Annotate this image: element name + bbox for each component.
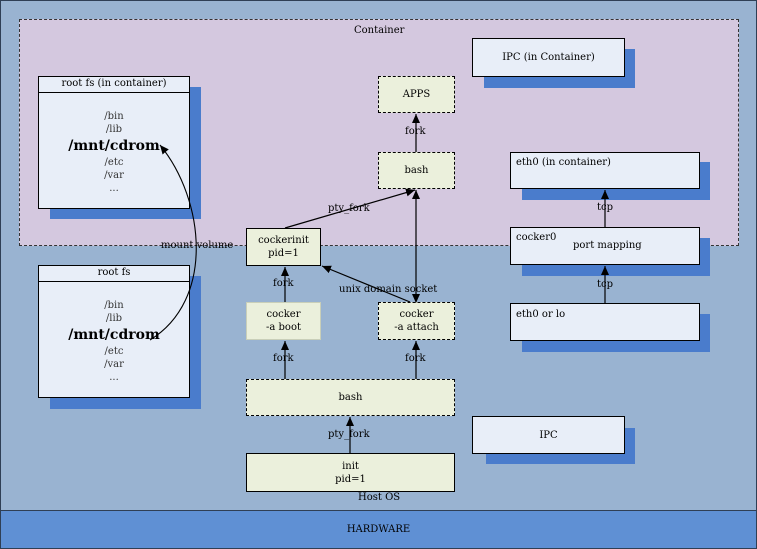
dir-more: ... [109,372,119,383]
dir-bin: /bin [104,111,124,122]
rootfs-host-title: root fs [39,266,189,282]
dir-more: ... [109,183,119,194]
dir-etc: /etc [104,157,124,168]
dir-mnt-cdrom: /mnt/cdrom [68,327,160,343]
cockerinit-box: cockerinit pid=1 [246,228,321,266]
hardware-label: HARDWARE [346,524,411,535]
cockerinit-line1: cockerinit [258,235,309,246]
init-line2: pid=1 [335,473,366,485]
label-fork-apps: fork [405,126,426,137]
cocker-attach-line1: cocker [399,309,434,320]
dir-var: /var [104,170,124,181]
rootfs-host-box: root fs /bin /lib /mnt/cdrom /etc /var .… [38,265,190,398]
ipc-host-label: IPC [539,429,558,441]
rootfs-container-list: /bin /lib /mnt/cdrom /etc /var ... [39,93,189,195]
init-box: init pid=1 [246,453,455,492]
label-fork-boot: fork [273,353,294,364]
ipc-container-label: IPC (in Container) [502,52,595,63]
apps-box: APPS [378,76,455,113]
dir-lib: /lib [105,313,123,324]
rootfs-container-title: root fs (in container) [39,77,189,93]
label-pty-fork-top: pty_fork [328,203,370,214]
label-unix-socket: unix domain socket [339,284,438,295]
bash-host-box: bash [246,379,455,416]
bash-container-label: bash [404,165,429,176]
label-fork-cockerinit: fork [273,278,294,289]
eth0-container-label: eth0 (in container) [516,157,611,168]
cockerinit-line2: pid=1 [268,248,299,259]
bash-container-box: bash [378,152,455,189]
cocker-boot-line2: -a boot [266,322,301,333]
bash-host-label: bash [338,392,363,403]
apps-label: APPS [402,89,431,100]
eth0-container-box: eth0 (in container) [510,152,700,189]
label-tcp-top: tcp [597,202,614,213]
dir-var: /var [104,359,124,370]
container-label: Container [354,25,405,36]
label-pty-fork-bottom: pty_fork [328,429,370,440]
edge-unix-socket [321,265,411,303]
port-mapping-label: port mapping [573,240,642,251]
edge-pty-fork-top [284,188,416,229]
init-line1: init [342,460,359,472]
edge-mount-volume [149,144,197,341]
dir-mnt-cdrom: /mnt/cdrom [68,138,160,154]
label-tcp-bottom: tcp [597,279,614,290]
host-os-label: Host OS [358,492,401,503]
ipc-container-box: IPC (in Container) [472,38,625,77]
dir-etc: /etc [104,346,124,357]
cocker-boot-line1: cocker [266,309,301,320]
label-mount-volume: mount volume [161,240,234,251]
eth0-lo-box: eth0 or lo [510,303,700,341]
dir-lib: /lib [105,124,123,135]
cocker-attach-line2: -a attach [394,322,439,333]
label-fork-attach: fork [405,353,426,364]
ipc-host-box: IPC [472,416,625,454]
eth0-lo-label: eth0 or lo [516,309,566,320]
cocker0-label: cocker0 [516,232,557,243]
cocker-boot-box: cocker -a boot [246,302,321,340]
rootfs-container-box: root fs (in container) /bin /lib /mnt/cd… [38,76,190,209]
cocker0-box: cocker0 port mapping [510,227,700,265]
rootfs-host-list: /bin /lib /mnt/cdrom /etc /var ... [39,282,189,384]
dir-bin: /bin [104,300,124,311]
